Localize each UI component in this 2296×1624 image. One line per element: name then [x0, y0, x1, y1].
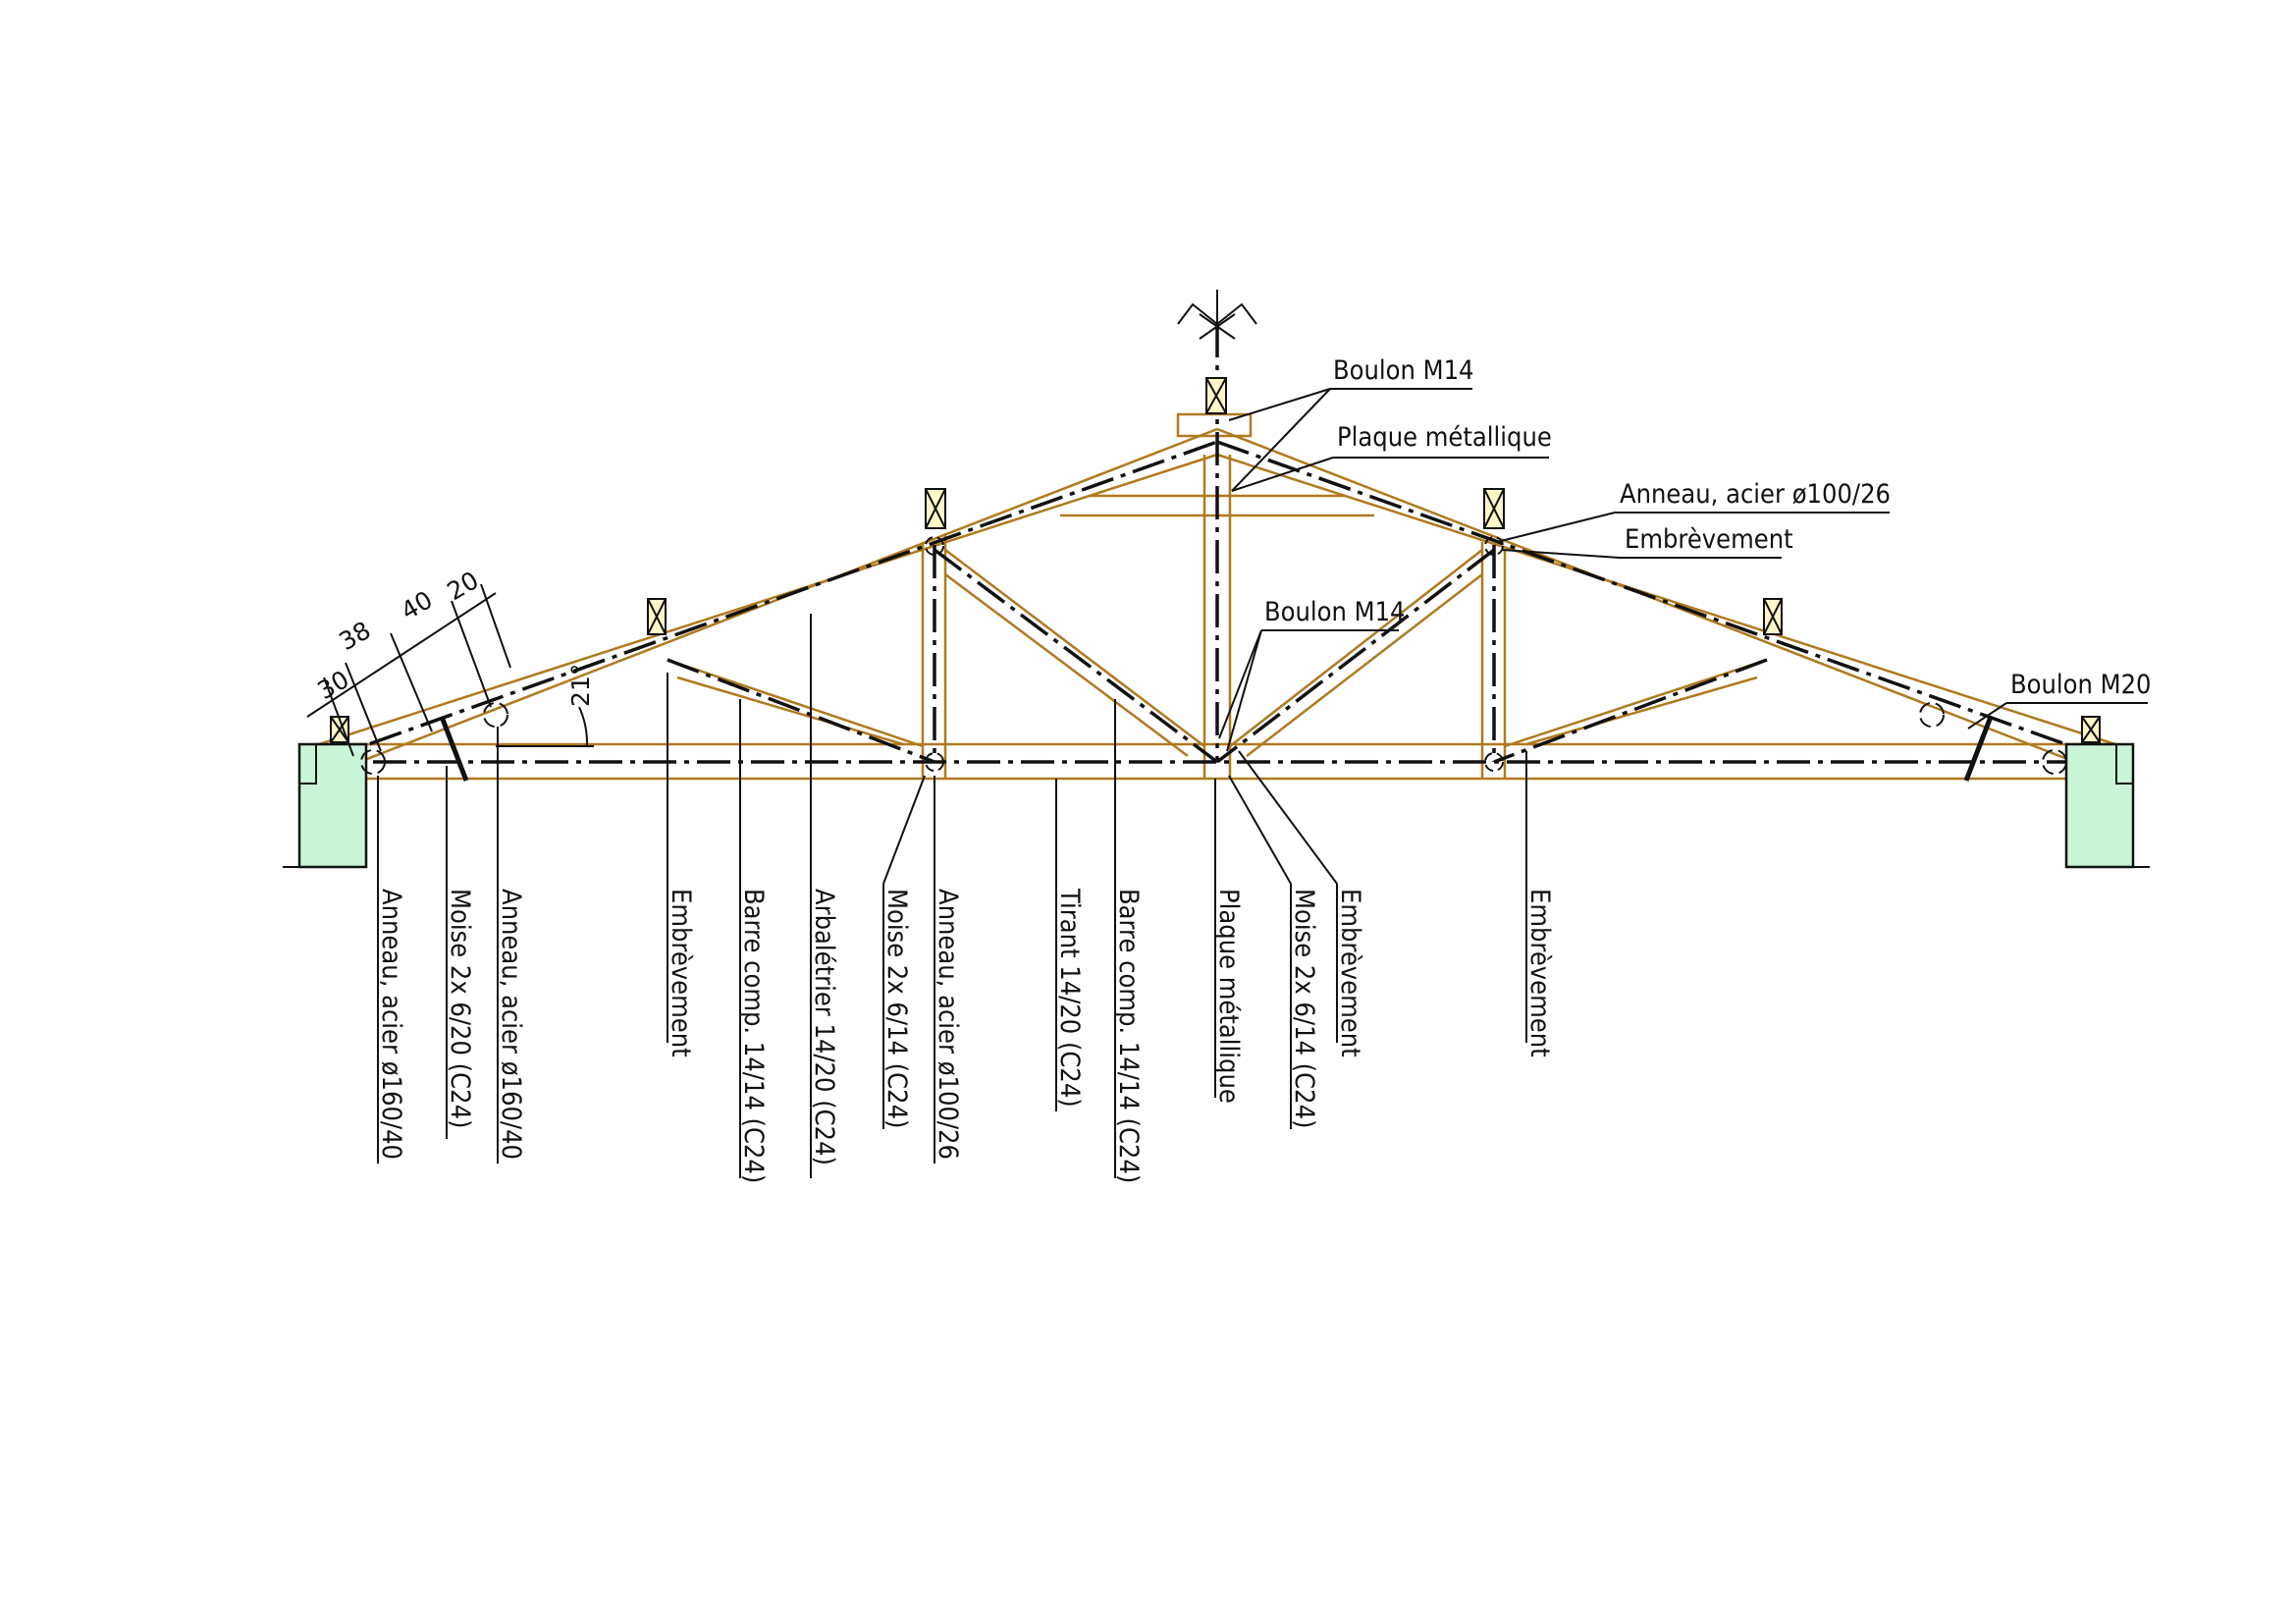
right-support	[2064, 742, 2150, 869]
label-anneau-100-right: Anneau, acier ø100/26	[1620, 479, 1891, 510]
top-labels: Boulon M14 Plaque métallique Anneau, aci…	[1218, 355, 2152, 752]
label-plaque-bottom: Plaque métallique	[1213, 889, 1244, 1104]
label-anneau-160-1: Anneau, acier ø160/40	[376, 889, 406, 1160]
label-moise-614-1: Moise 2x 6/14 (C24)	[881, 889, 912, 1129]
label-anneau-100-1: Anneau, acier ø100/26	[933, 889, 963, 1160]
dim-20: 20	[443, 566, 484, 606]
dim-40: 40	[397, 585, 438, 625]
purlin-icon	[1763, 598, 1783, 635]
label-embrevement-3: Embrèvement	[1524, 889, 1555, 1057]
purlin-icon	[925, 488, 946, 529]
steel-ring-icon	[360, 749, 386, 775]
label-moise-620: Moise 2x 6/20 (C24)	[445, 889, 475, 1129]
label-boulon-m14-top: Boulon M14	[1333, 355, 1474, 386]
angle-annotation: 21°	[496, 664, 595, 747]
label-embrevement-right-top: Embrèvement	[1625, 524, 1793, 555]
dim-38: 38	[335, 616, 376, 656]
label-barre-comp-2: Barre comp. 14/14 (C24)	[1113, 889, 1144, 1183]
label-boulon-m14-mid: Boulon M14	[1264, 597, 1406, 627]
purlin-icon	[1205, 377, 1227, 414]
purlins	[330, 377, 2101, 743]
label-arbaletrier: Arbalétrier 14/20 (C24)	[809, 889, 839, 1165]
steel-ring-icon	[1484, 752, 1504, 772]
steel-ring-icon	[2042, 749, 2067, 775]
label-anneau-160-2: Anneau, acier ø160/40	[496, 889, 526, 1160]
bolt-icon	[439, 716, 469, 782]
label-plaque-top: Plaque métallique	[1337, 422, 1552, 453]
purlin-icon	[1483, 488, 1505, 529]
steel-ring-icon	[1919, 702, 1945, 728]
label-tirant: Tirant 14/20 (C24)	[1054, 888, 1085, 1108]
label-embrevement-1: Embrèvement	[666, 889, 696, 1057]
steel-ring-icon	[925, 752, 944, 772]
label-embrevement-2: Embrèvement	[1335, 889, 1365, 1057]
purlin-icon	[647, 598, 667, 635]
bolt-icon	[1963, 716, 1994, 782]
label-boulon-m20: Boulon M20	[2010, 670, 2152, 700]
steel-ring-icon	[483, 702, 508, 728]
label-moise-614-2: Moise 2x 6/14 (C24)	[1289, 889, 1319, 1129]
angle-21: 21°	[566, 664, 595, 707]
steel-ring-icon	[1484, 536, 1504, 556]
vertical-labels: Anneau, acier ø160/40 Moise 2x 6/20 (C24…	[376, 614, 1555, 1183]
connectors	[360, 536, 2067, 782]
purlin-icon	[2081, 716, 2101, 743]
steel-ring-icon	[925, 536, 944, 556]
label-barre-comp-1: Barre comp. 14/14 (C24)	[738, 889, 769, 1183]
left-support	[283, 742, 368, 869]
symmetry-axis-icon	[1177, 290, 1257, 344]
purlin-icon	[330, 716, 349, 743]
dim-30: 30	[313, 665, 354, 705]
